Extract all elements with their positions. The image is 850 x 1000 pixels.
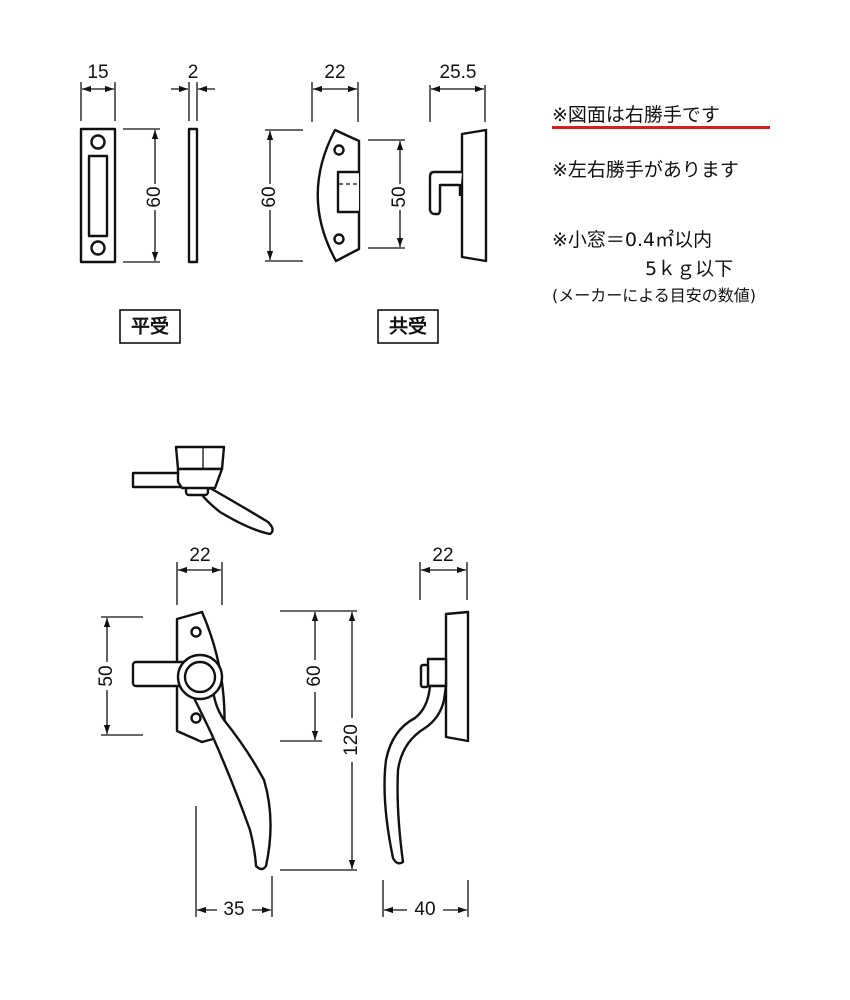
handle-side-view: 22 [383, 545, 470, 865]
common-receiver-label: 共受 [377, 309, 439, 344]
dim-handle-width: 22 [176, 545, 223, 605]
flat-receiver-label: 平受 [119, 309, 181, 344]
dim-label: 50 [96, 665, 117, 686]
dim-label: 40 [414, 899, 435, 920]
dim-common-hole-pitch: 50 [368, 139, 410, 249]
common-receiver-side: 25.5 [428, 62, 488, 263]
dim-handle-tip-offset: 35 [195, 806, 273, 920]
note-left-right: ※左右勝手があります [552, 159, 739, 181]
dim-label: 22 [189, 545, 210, 566]
note-underline [552, 126, 770, 129]
note-small-window: ※小窓＝0.4㎡以内 [552, 229, 713, 251]
handle-top-view [131, 445, 274, 536]
note-maker: (メーカーによる目安の数値) [552, 286, 757, 305]
label-text: 平受 [131, 315, 169, 338]
dim-label: 60 [144, 186, 165, 207]
dim-flat-height: 60 [123, 128, 165, 263]
dim-label: 22 [432, 545, 453, 566]
dim-label: 22 [324, 62, 345, 83]
handle-front-view [131, 610, 272, 871]
note-weight: 5ｋｇ以下 [645, 258, 734, 280]
dim-handle-total-height: 120 [280, 612, 362, 871]
dim-label: 15 [87, 62, 108, 83]
dim-label: 50 [389, 186, 410, 207]
note-right-hand: ※図面は右勝手です [552, 104, 720, 126]
dim-label: 60 [304, 665, 325, 686]
dim-handle-projection: 40 [382, 880, 469, 920]
dim-label: 120 [341, 724, 362, 756]
dim-label: 2 [188, 62, 199, 83]
dim-handle-plate-height: 60 [280, 610, 357, 742]
dim-label: 25.5 [440, 62, 477, 83]
dim-handle-hole-pitch: 50 [96, 616, 143, 736]
flat-receiver-front [79, 127, 117, 264]
flat-receiver-side: 2 [171, 62, 215, 264]
common-receiver-front [316, 128, 361, 263]
dim-common-width: 22 [311, 62, 359, 122]
dim-label: 35 [223, 899, 244, 920]
dim-flat-width: 15 [80, 62, 116, 121]
dim-common-height: 60 [259, 129, 303, 262]
dim-label: 60 [259, 186, 280, 207]
label-text: 共受 [389, 315, 427, 338]
